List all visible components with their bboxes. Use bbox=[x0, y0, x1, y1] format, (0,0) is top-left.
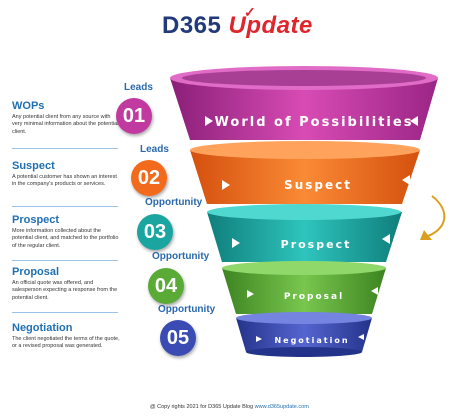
stage-4-number: 04 bbox=[148, 268, 184, 304]
stage-2-number: 02 bbox=[131, 160, 167, 196]
funnel-band-1: World of Possibilities bbox=[170, 66, 438, 140]
stage-5-description: Negotiation The client negotiated the te… bbox=[12, 322, 120, 351]
stage-1-tag: Leads bbox=[124, 82, 153, 93]
stage-1-description: WOPs Any potential client from any sourc… bbox=[12, 100, 120, 136]
funnel-band-3: Prospect bbox=[207, 204, 402, 262]
stage-3-description: Prospect More information collected abou… bbox=[12, 214, 120, 250]
stage-5-tag: Opportunity bbox=[158, 304, 216, 315]
funnel-band-5: Negotiation bbox=[236, 312, 372, 357]
arrow-right-icon bbox=[247, 290, 254, 298]
arrow-left-icon bbox=[382, 234, 390, 244]
arrow-left-icon bbox=[371, 287, 378, 295]
stage-4-title: Proposal bbox=[12, 266, 60, 278]
divider bbox=[12, 148, 118, 149]
stage-4-tag: Opportunity bbox=[152, 251, 210, 262]
arrow-right-icon bbox=[205, 116, 213, 126]
stage-1-number: 01 bbox=[116, 98, 152, 134]
stage-2-tag: Leads bbox=[140, 144, 169, 155]
curved-arrow-icon bbox=[420, 195, 446, 240]
stage-1-desc: Any potential client from any source wit… bbox=[12, 114, 119, 135]
divider bbox=[12, 260, 118, 261]
band-2-label: Suspect bbox=[284, 178, 352, 192]
footer-link[interactable]: www.d365update.com bbox=[254, 404, 309, 410]
stage-2-desc: A potential customer has shown an intere… bbox=[12, 174, 117, 188]
stage-5-number: 05 bbox=[160, 320, 196, 356]
stage-2-description: Suspect A potential customer has shown a… bbox=[12, 160, 120, 189]
stage-4-description: Proposal An official quote was offered, … bbox=[12, 266, 120, 302]
stage-3-number: 03 bbox=[137, 214, 173, 250]
band-4-label: Proposal bbox=[284, 292, 344, 302]
stage-2-title: Suspect bbox=[12, 160, 55, 172]
stage-5-desc: The client negotiated the terms of the q… bbox=[12, 336, 120, 350]
brand-logo: D365 Update ✓ bbox=[162, 4, 313, 40]
arrow-right-icon bbox=[256, 336, 262, 342]
funnel-band-4: Proposal bbox=[222, 261, 386, 314]
check-icon: ✓ bbox=[244, 4, 257, 20]
band-3-label: Prospect bbox=[281, 238, 352, 251]
arrow-left-icon bbox=[410, 116, 418, 126]
logo-main-text: D365 bbox=[162, 12, 222, 39]
logo-accent-text: Update bbox=[228, 12, 313, 39]
arrow-left-icon bbox=[402, 175, 410, 185]
divider bbox=[12, 206, 118, 207]
arrow-right-icon bbox=[232, 238, 240, 248]
band-5-label: Negotiation bbox=[274, 336, 349, 345]
funnel-band-2: Suspect bbox=[190, 141, 420, 204]
stage-3-title: Prospect bbox=[12, 214, 60, 226]
divider bbox=[12, 312, 118, 313]
stage-5-title: Negotiation bbox=[12, 322, 73, 334]
stage-1-title: WOPs bbox=[12, 100, 45, 112]
footer-copyright: @ Copy rights 2021 for D365 Update Blog bbox=[150, 404, 254, 410]
arrow-left-icon bbox=[358, 334, 364, 340]
footer: @ Copy rights 2021 for D365 Update Blog … bbox=[150, 404, 309, 410]
stage-3-desc: More information collected about the pot… bbox=[12, 228, 119, 249]
stage-3-tag: Opportunity bbox=[145, 197, 203, 208]
stage-4-desc: An official quote was offered, and sales… bbox=[12, 280, 118, 301]
arrow-right-icon bbox=[222, 180, 230, 190]
band-1-label: World of Possibilities bbox=[215, 115, 414, 130]
